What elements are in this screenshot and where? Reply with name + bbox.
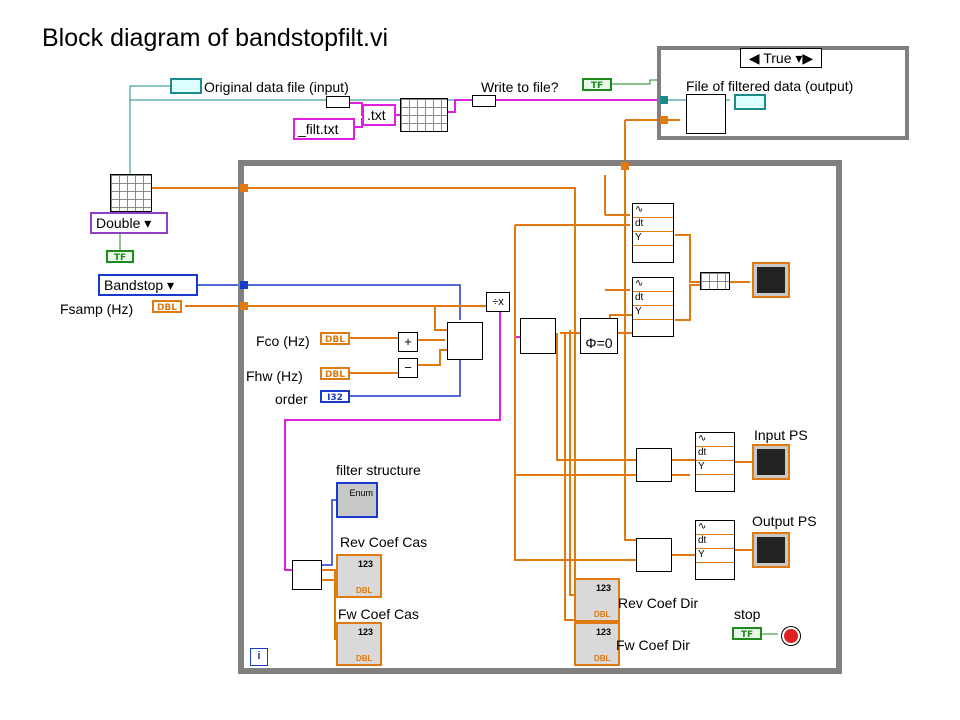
fsamp-label: Fsamp (Hz) bbox=[60, 301, 134, 317]
unbundle-cascade-node bbox=[292, 560, 322, 590]
page-title: Block diagram of bandstopfilt.vi bbox=[42, 24, 389, 52]
txt-constant: .txt bbox=[362, 104, 396, 126]
fsamp-terminal[interactable]: DBL bbox=[152, 300, 182, 313]
input-ps-label: Input PS bbox=[754, 427, 808, 443]
stop-label: stop bbox=[734, 606, 761, 622]
power-spectrum-output-node bbox=[636, 538, 672, 572]
fw-coef-cas-label: Fw Coef Cas bbox=[338, 606, 419, 622]
while-loop bbox=[238, 160, 842, 674]
bw-inps-y: Y bbox=[696, 461, 734, 475]
bw-outps-y: Y bbox=[696, 549, 734, 563]
loop-tunnel-out bbox=[621, 162, 629, 170]
rev-cas-num: 123 bbox=[358, 559, 374, 569]
order-label: order bbox=[275, 391, 308, 407]
search-replace-node bbox=[400, 98, 448, 132]
bw-top-wave-icon: ∿ bbox=[633, 204, 673, 218]
subtract-node: − bbox=[398, 358, 418, 378]
filter-structure-indicator[interactable]: Enum bbox=[336, 482, 378, 518]
fw-cas-num: 123 bbox=[358, 627, 374, 637]
fw-dir-dbl: DBL bbox=[594, 654, 611, 663]
loop-tunnel-fsamp bbox=[240, 302, 248, 310]
boolean-wires bbox=[119, 79, 778, 635]
output-ps-label: Output PS bbox=[752, 513, 817, 529]
order-terminal[interactable]: I32 bbox=[320, 390, 350, 403]
double-ring-value: Double bbox=[96, 215, 141, 231]
case-tunnel-path bbox=[660, 96, 668, 104]
merge-signals-node bbox=[700, 272, 730, 290]
fhw-terminal[interactable]: DBL bbox=[320, 367, 350, 380]
filtered-file-indicator bbox=[734, 94, 766, 110]
fw-coef-dir-label: Fw Coef Dir bbox=[616, 637, 690, 653]
case-selector-value: True bbox=[763, 50, 792, 66]
fco-terminal[interactable]: DBL bbox=[320, 332, 350, 345]
fhw-label: Fhw (Hz) bbox=[246, 368, 303, 384]
zero-phase-label: Φ=0 bbox=[585, 335, 613, 351]
bw-inps-wave-icon: ∿ bbox=[696, 433, 734, 447]
loop-iteration-terminal: i bbox=[250, 648, 268, 666]
bw-top-y: Y bbox=[633, 232, 673, 246]
path-to-string-node bbox=[326, 96, 350, 108]
loop-condition-icon bbox=[782, 627, 800, 645]
case-selector[interactable]: ◀ True ▾▶ bbox=[740, 48, 822, 68]
bw-inps-dt: dt bbox=[696, 447, 734, 461]
power-spectrum-input-node bbox=[636, 448, 672, 482]
fco-label: Fco (Hz) bbox=[256, 333, 310, 349]
case-tunnel-data bbox=[660, 116, 668, 124]
bw-bottom-dt: dt bbox=[633, 292, 673, 306]
original-file-terminal[interactable] bbox=[170, 78, 202, 94]
filter-structure-label: filter structure bbox=[336, 462, 421, 478]
filtered-file-label: File of filtered data (output) bbox=[686, 78, 854, 94]
zero-phase-node: Φ=0 bbox=[580, 318, 618, 354]
filt-txt-constant: _filt.txt bbox=[293, 118, 355, 140]
rev-dir-num: 123 bbox=[596, 583, 612, 593]
bw-bottom-y: Y bbox=[633, 306, 673, 320]
waveform-graph-terminal[interactable] bbox=[752, 262, 790, 298]
fw-dir-num: 123 bbox=[596, 627, 612, 637]
reciprocal-node: ÷x bbox=[486, 292, 510, 312]
fw-cas-dbl: DBL bbox=[356, 654, 373, 663]
add-node: + bbox=[398, 332, 418, 352]
stop-terminal[interactable]: TF bbox=[732, 627, 762, 640]
double-ring-constant[interactable]: Double ▾ bbox=[90, 212, 168, 234]
loop-tunnel-type bbox=[240, 281, 248, 289]
string-to-path-node bbox=[472, 95, 496, 107]
transpose-boolean-constant[interactable]: TF bbox=[106, 250, 134, 263]
filter-design-node bbox=[447, 322, 483, 360]
case-left-arrow[interactable]: ◀ bbox=[748, 50, 760, 66]
rev-cas-dbl: DBL bbox=[356, 586, 373, 595]
rev-dir-dbl: DBL bbox=[594, 610, 611, 619]
write-to-file-terminal[interactable]: TF bbox=[582, 78, 612, 91]
read-spreadsheet-node bbox=[110, 174, 152, 212]
bw-bottom-wave-icon: ∿ bbox=[633, 278, 673, 292]
rev-coef-dir-label: Rev Coef Dir bbox=[618, 595, 699, 611]
input-ps-graph-terminal[interactable] bbox=[752, 444, 790, 480]
bandstop-ring-constant[interactable]: Bandstop ▾ bbox=[98, 274, 198, 296]
output-ps-graph-terminal[interactable] bbox=[752, 532, 790, 568]
bandstop-ring-value: Bandstop bbox=[104, 277, 164, 293]
bw-outps-wave-icon: ∿ bbox=[696, 521, 734, 535]
original-file-label: Original data file (input) bbox=[204, 79, 349, 95]
loop-tunnel-data bbox=[240, 184, 248, 192]
case-dropdown-icon[interactable]: ▾▶ bbox=[795, 50, 814, 66]
rev-coef-cas-label: Rev Coef Cas bbox=[340, 534, 428, 550]
write-spreadsheet-node bbox=[686, 94, 726, 134]
bw-outps-dt: dt bbox=[696, 535, 734, 549]
write-to-file-label: Write to file? bbox=[481, 79, 559, 95]
bw-top-dt: dt bbox=[633, 218, 673, 232]
filter-apply-node bbox=[520, 318, 556, 354]
